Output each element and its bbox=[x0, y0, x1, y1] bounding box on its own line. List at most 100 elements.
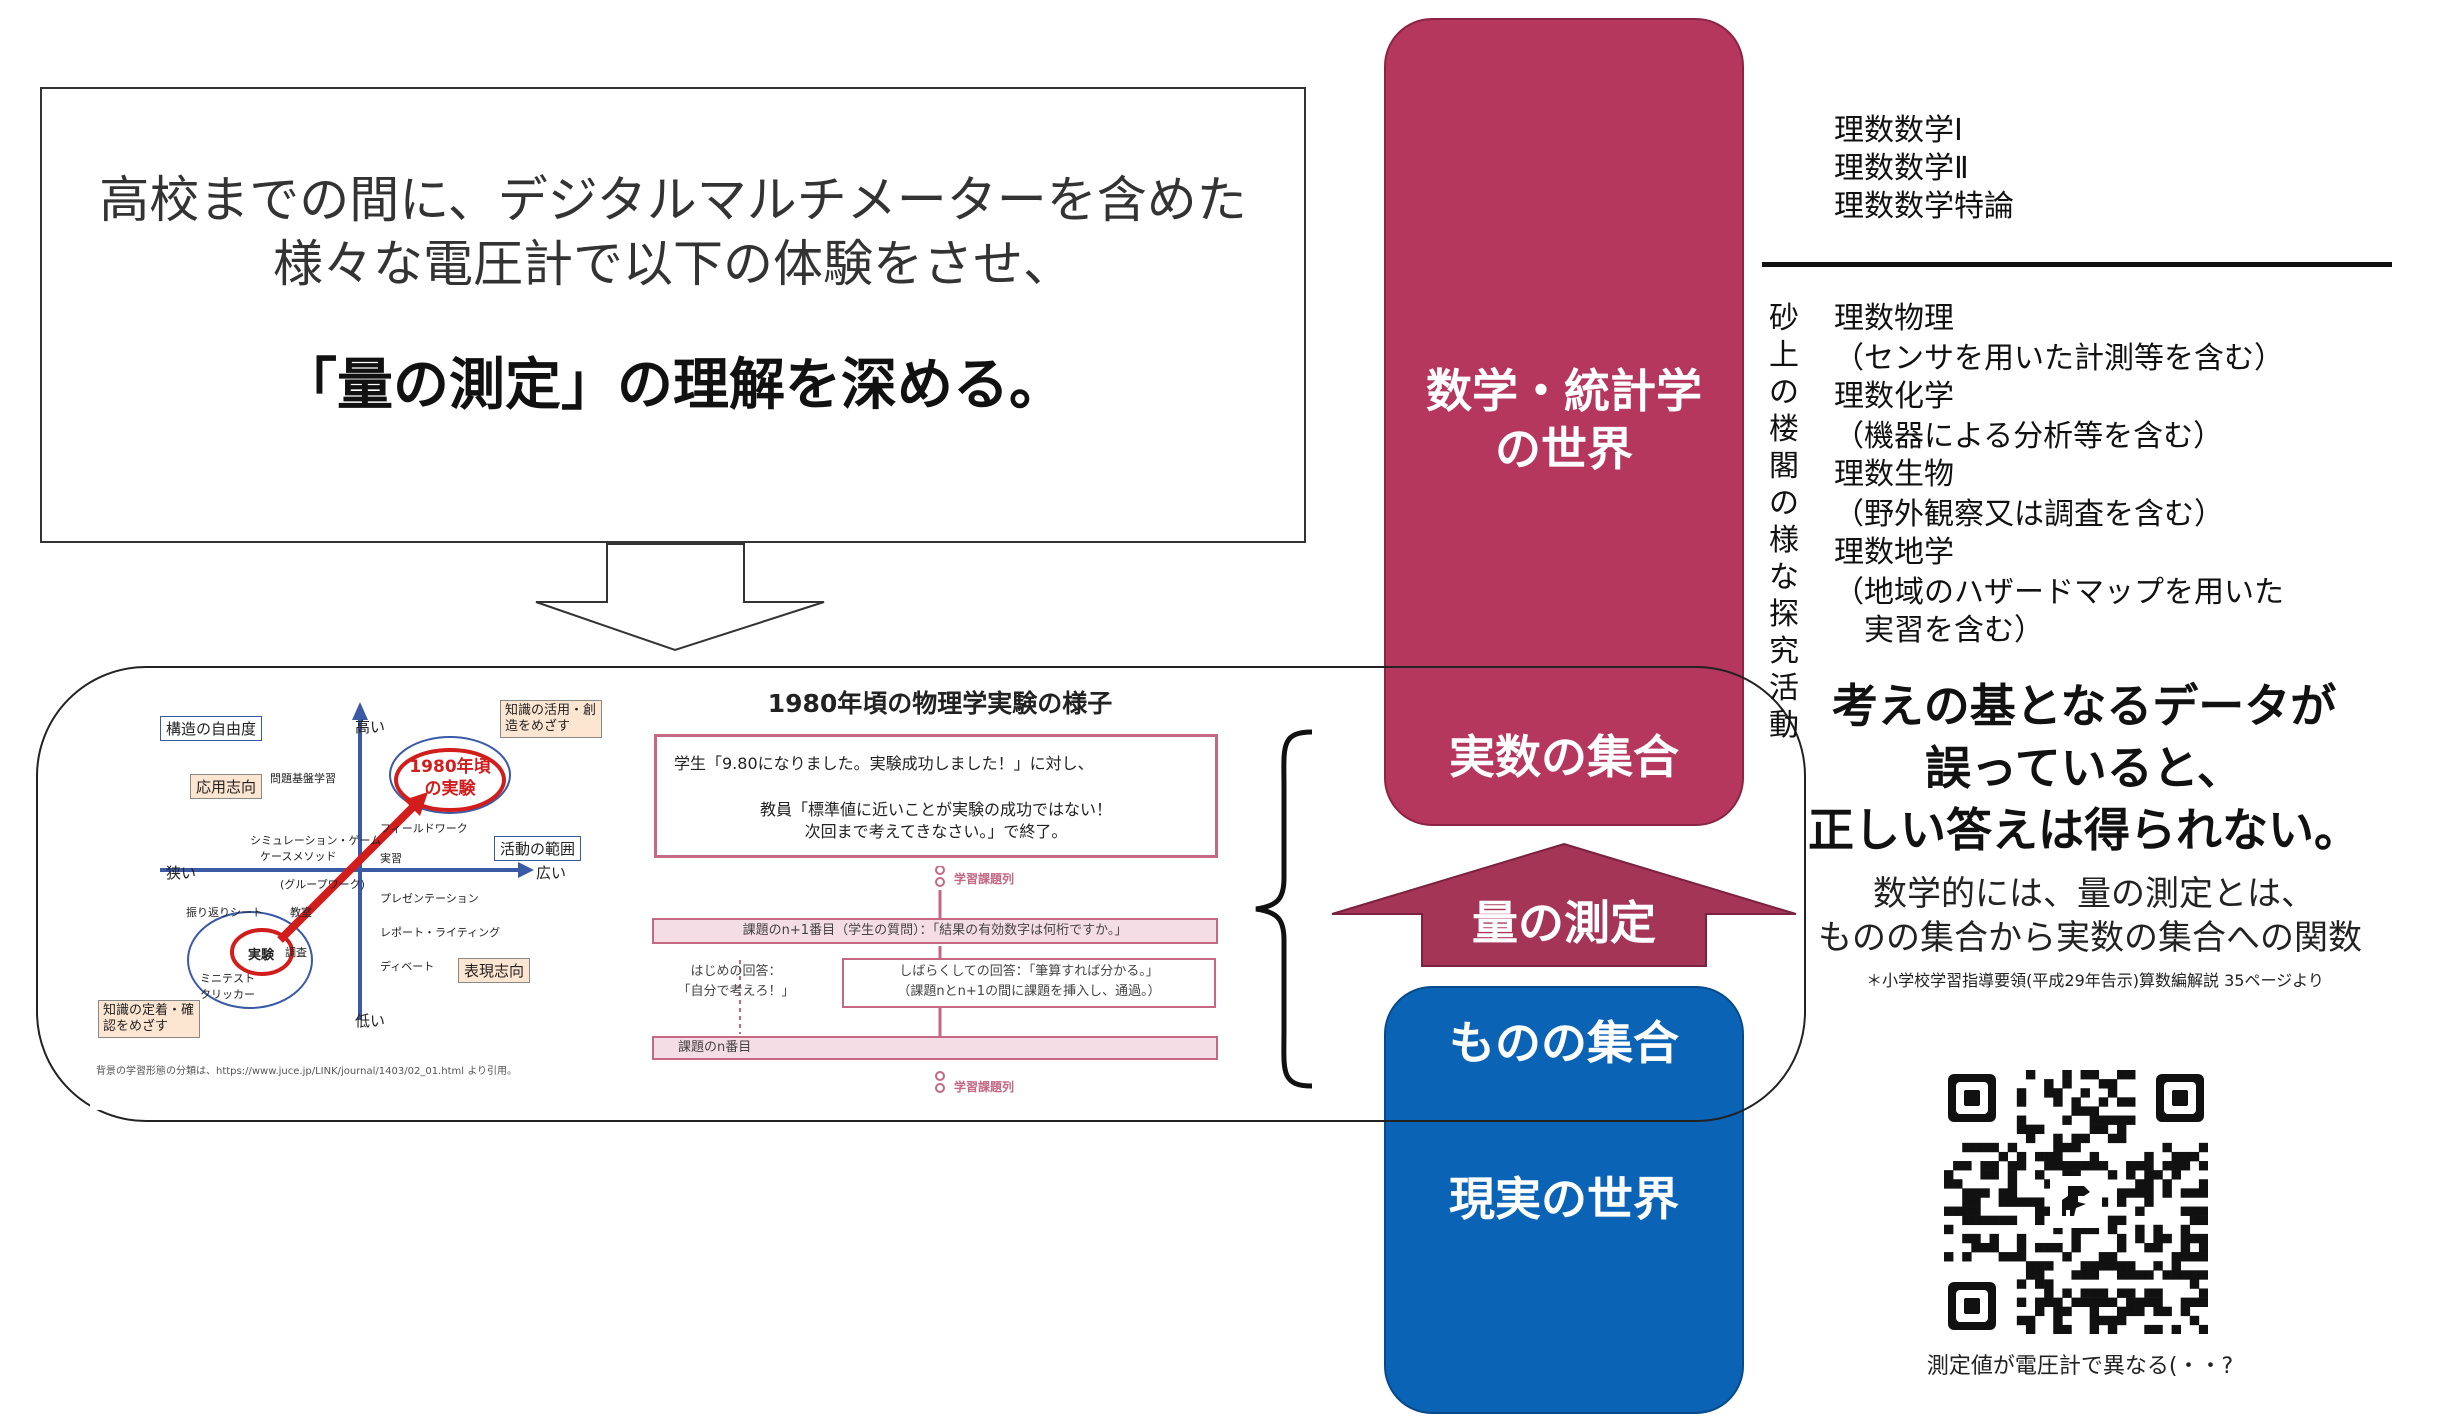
qr-module bbox=[2189, 1252, 2200, 1262]
qr-module bbox=[2080, 1070, 2090, 1080]
qr-module bbox=[2089, 1288, 2100, 1298]
qr-module bbox=[2126, 1270, 2136, 1280]
science-course-4-note: （地域のハザードマップを用いた bbox=[1834, 575, 2284, 610]
math-course-1: 理数数学Ⅰ bbox=[1834, 113, 1963, 148]
first-answer-line-1: はじめの回答： bbox=[690, 964, 782, 979]
qr-module bbox=[2007, 1170, 2018, 1180]
qr-module bbox=[2107, 1079, 2118, 1089]
qr-module bbox=[2198, 1215, 2208, 1226]
qr-module bbox=[1971, 1142, 1981, 1153]
qr-module bbox=[2035, 1197, 2045, 1207]
task-row-n: 課題のn番目 bbox=[652, 1036, 1218, 1060]
science-course-2: 理数化学 bbox=[1834, 379, 1954, 414]
qr-module bbox=[2089, 1315, 2100, 1326]
dialog-line-3: 次回まで考えてきなさい。」で終了。 bbox=[804, 822, 1068, 841]
qr-module bbox=[2144, 1242, 2154, 1253]
qr-module bbox=[2044, 1242, 2054, 1253]
qr-module bbox=[2116, 1270, 2127, 1280]
learning-item-8: 振り返りシート bbox=[186, 906, 263, 919]
qr-module bbox=[2053, 1324, 2063, 1334]
qr-module bbox=[2162, 1270, 2172, 1280]
qr-code[interactable] bbox=[1944, 1070, 2208, 1334]
qr-module bbox=[2144, 1161, 2154, 1171]
series-label-top: 学習課題列 bbox=[954, 872, 1015, 886]
qr-module bbox=[2153, 1224, 2163, 1235]
qr-module bbox=[2035, 1170, 2045, 1180]
definition-line-1: 数学的には、量の測定とは、 bbox=[1873, 874, 2315, 914]
qr-module bbox=[2098, 1124, 2109, 1135]
qr-module bbox=[2007, 1197, 2018, 1207]
qr-module bbox=[2180, 1224, 2191, 1235]
qr-module bbox=[2053, 1297, 2063, 1307]
qr-module bbox=[2126, 1070, 2136, 1080]
qr-module bbox=[2171, 1170, 2181, 1180]
vertical-note: 砂上の楼閣の様な探究活動 bbox=[1769, 301, 1799, 743]
qr-module bbox=[2071, 1170, 2081, 1180]
first-answer-line-2: 「自分で考えろ！」 bbox=[677, 984, 795, 999]
qr-module bbox=[2016, 1315, 2027, 1326]
math-world-line-2: の世界 bbox=[1495, 422, 1633, 476]
qr-module bbox=[2025, 1124, 2036, 1135]
qr-module bbox=[2016, 1252, 2027, 1262]
qr-module bbox=[1962, 1215, 1972, 1226]
qr-module bbox=[2098, 1161, 2109, 1171]
qr-module bbox=[2153, 1261, 2163, 1271]
dialog-line-2: 教員「標準値に近いことが実験の成功ではない！ bbox=[759, 800, 1112, 819]
real-number-set-label: 実数の集合 bbox=[1449, 730, 1679, 784]
learning-item-7: プレゼンテーション bbox=[380, 892, 479, 905]
qr-module bbox=[1980, 1188, 1990, 1198]
math-world-block bbox=[1384, 18, 1744, 826]
qr-module bbox=[2007, 1179, 2018, 1189]
qr-module bbox=[2062, 1142, 2072, 1153]
qr-module bbox=[2198, 1142, 2208, 1153]
qr-module bbox=[2144, 1324, 2154, 1334]
science-course-1-note: （センサを用いた計測等を含む） bbox=[1834, 341, 2284, 376]
learning-item-5: 実習 bbox=[380, 852, 402, 865]
qr-module bbox=[1962, 1206, 1972, 1216]
qr-module bbox=[2098, 1197, 2109, 1207]
qr-module bbox=[2062, 1306, 2072, 1317]
qr-module bbox=[2126, 1115, 2136, 1125]
qr-module bbox=[2025, 1070, 2036, 1080]
qr-module bbox=[1944, 1179, 1954, 1189]
qr-module bbox=[2062, 1070, 2072, 1080]
qr-module bbox=[2062, 1324, 2072, 1334]
qr-module bbox=[2089, 1115, 2100, 1125]
qr-module bbox=[2016, 1242, 2027, 1253]
qr-module bbox=[2126, 1306, 2136, 1317]
dialog-box bbox=[654, 734, 1218, 858]
qr-module bbox=[2053, 1315, 2063, 1326]
qr-module bbox=[2098, 1115, 2109, 1125]
qr-module bbox=[2044, 1288, 2054, 1298]
qr-module bbox=[2080, 1297, 2090, 1307]
science-course-3-note: （野外観察又は調査を含む） bbox=[1834, 497, 2224, 532]
qr-module bbox=[2089, 1270, 2100, 1280]
qr-module bbox=[2180, 1242, 2191, 1253]
qr-module bbox=[1998, 1197, 2009, 1207]
qr-module bbox=[1980, 1170, 1990, 1180]
qr-module bbox=[2062, 1252, 2072, 1262]
qr-module bbox=[2144, 1188, 2154, 1198]
qr-module bbox=[2053, 1242, 2063, 1253]
qr-module bbox=[2171, 1261, 2181, 1271]
qr-module bbox=[2016, 1197, 2027, 1207]
qr-module bbox=[2053, 1151, 2063, 1162]
qr-module bbox=[2189, 1279, 2200, 1289]
qr-module bbox=[1989, 1170, 1999, 1180]
series-label-bottom: 学習課題列 bbox=[954, 1080, 1015, 1094]
qr-module bbox=[2044, 1179, 2054, 1189]
qr-module bbox=[2116, 1261, 2127, 1271]
qr-module bbox=[2198, 1252, 2208, 1262]
qr-module bbox=[2162, 1161, 2172, 1171]
qr-module bbox=[2180, 1297, 2191, 1307]
qr-module bbox=[2144, 1270, 2154, 1280]
qr-module bbox=[1998, 1151, 2009, 1162]
learning-form-quadrant bbox=[160, 702, 534, 1020]
later-answer-line-2: （課題nとn+1の間に課題を挿入し、通過。） bbox=[897, 984, 1161, 999]
qr-module bbox=[1989, 1215, 1999, 1226]
qr-module bbox=[2135, 1224, 2145, 1235]
divider-line bbox=[1762, 262, 2392, 267]
qr-module bbox=[2007, 1188, 2018, 1198]
qr-module bbox=[2044, 1079, 2054, 1089]
applied-label: 応用志向 bbox=[190, 774, 263, 799]
